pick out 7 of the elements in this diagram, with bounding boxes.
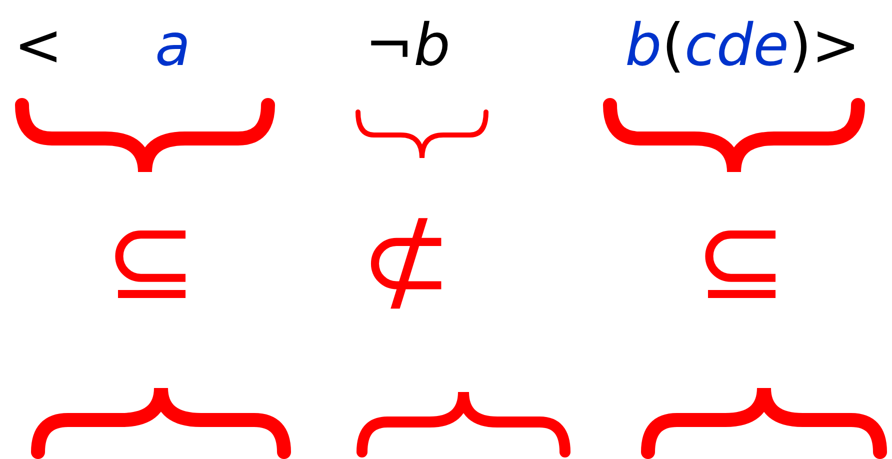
sequence-term: ¬b xyxy=(365,16,450,74)
relation-symbol: ⊆ xyxy=(105,205,198,315)
relation-symbol: ⊄ xyxy=(360,205,452,315)
sequence-term: b(cde)> xyxy=(625,16,860,74)
sequence-term: a xyxy=(155,16,191,74)
sequence-term: < xyxy=(14,16,63,74)
relation-symbol: ⊆ xyxy=(695,205,788,315)
